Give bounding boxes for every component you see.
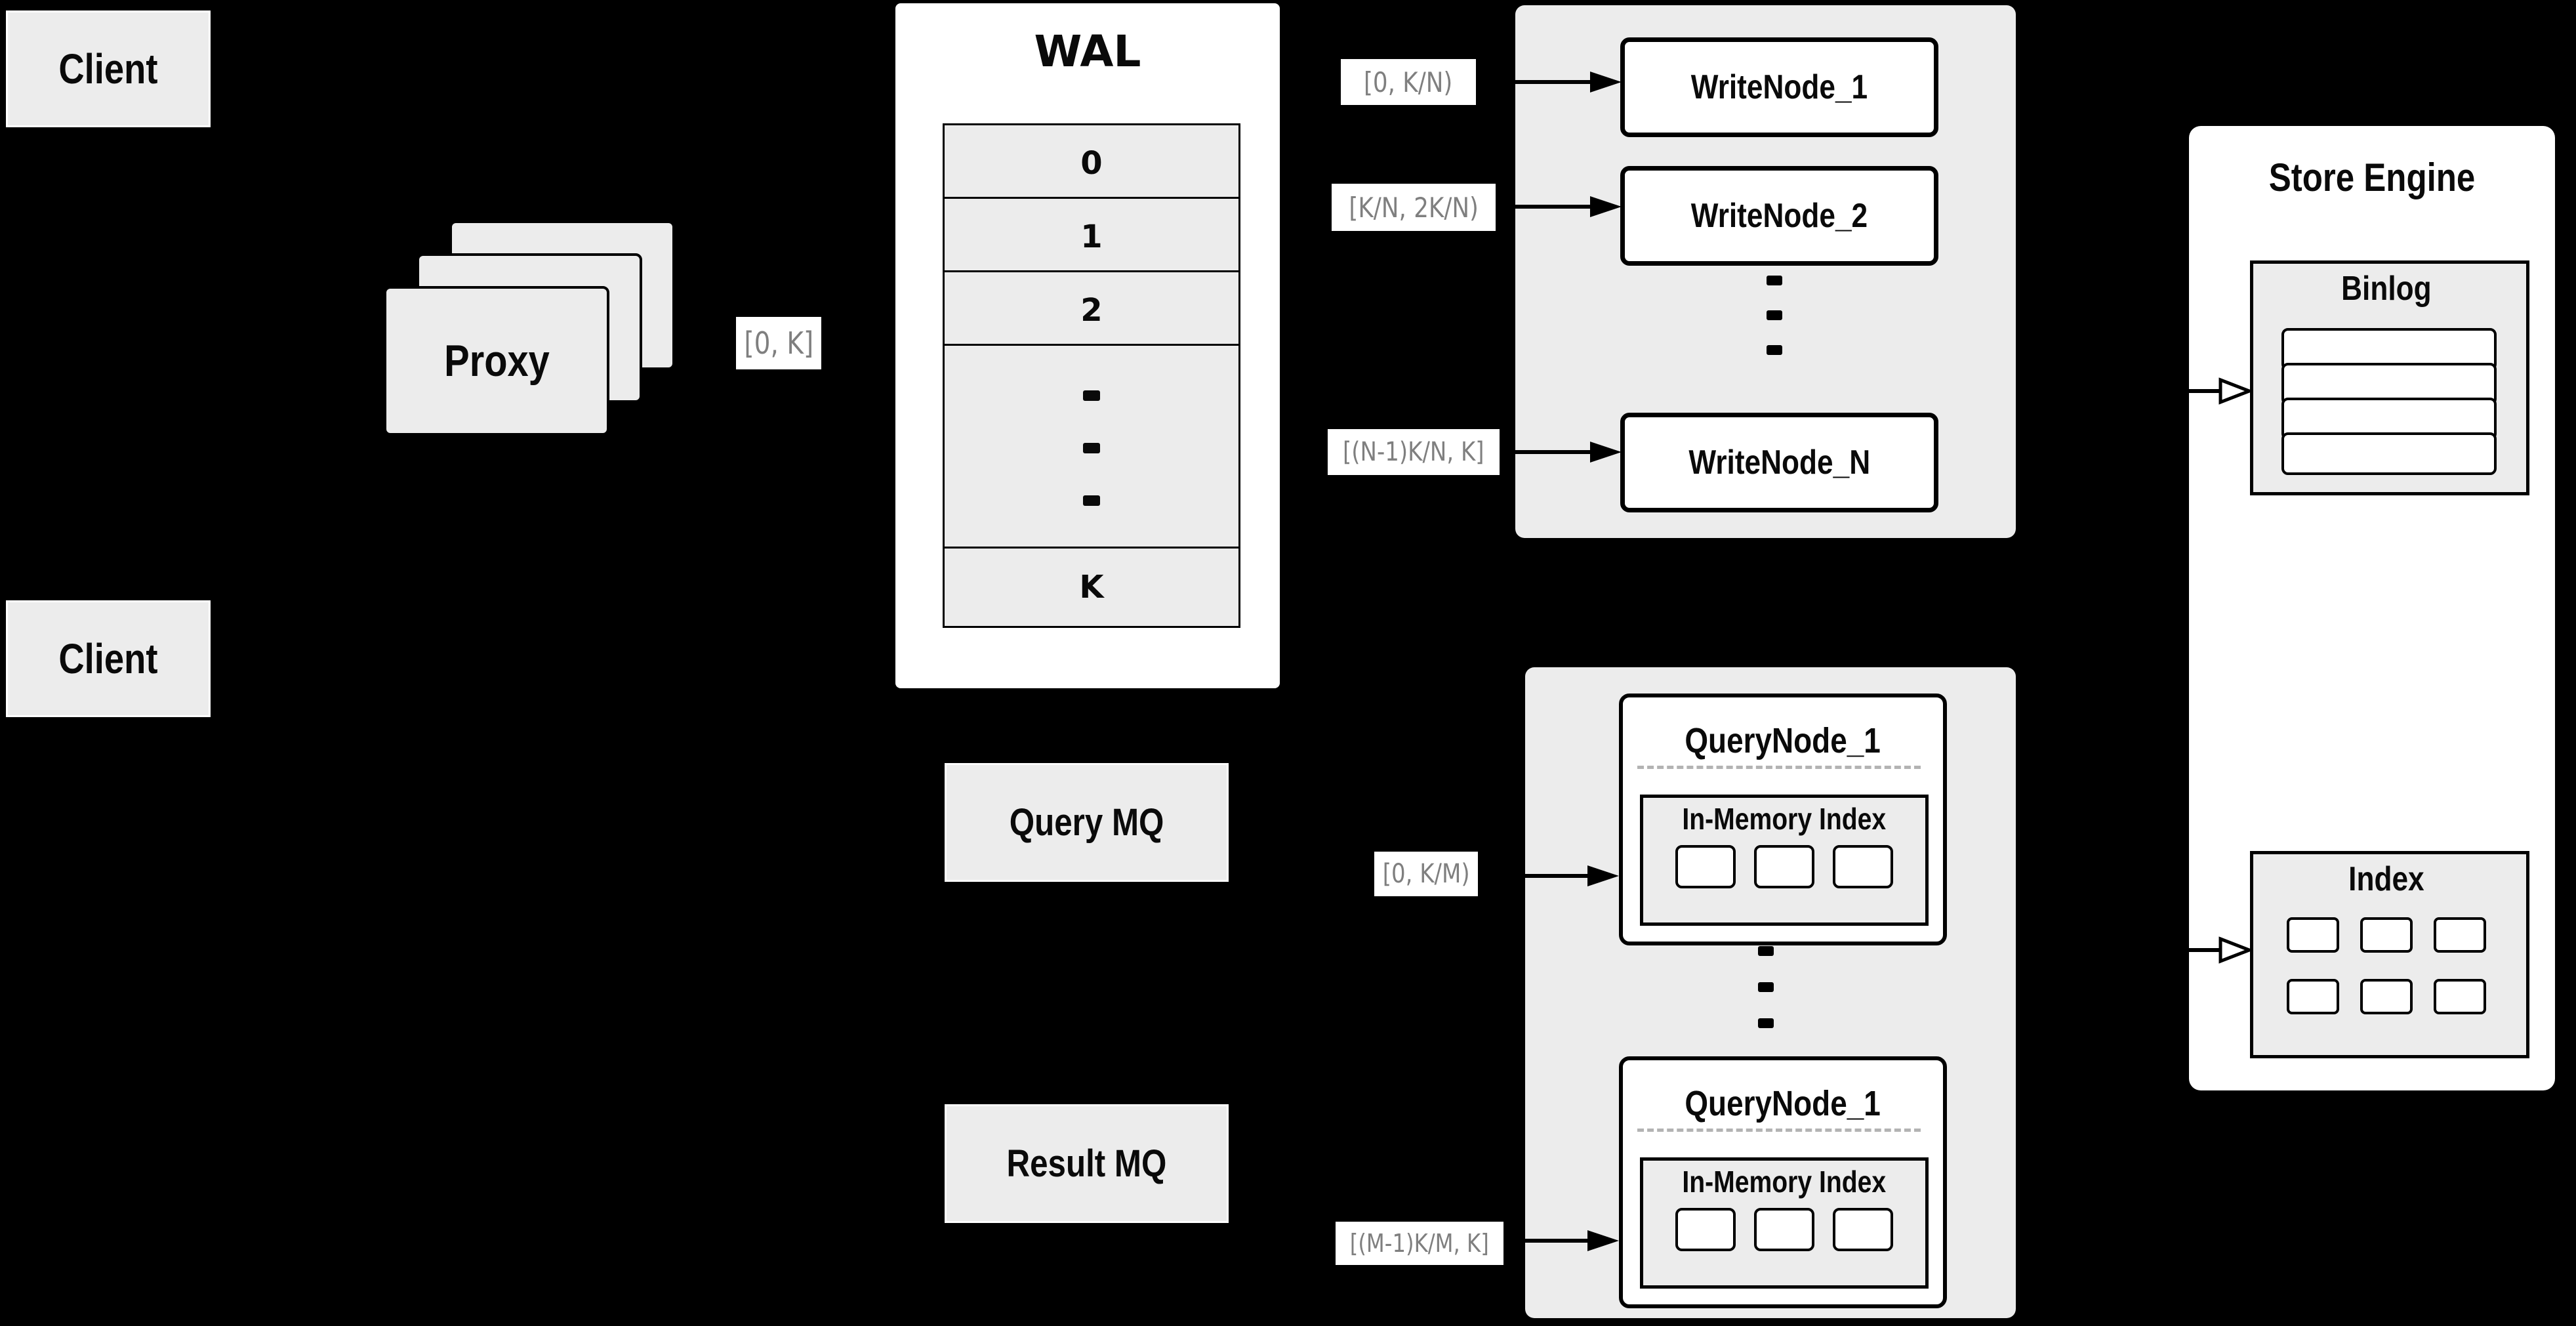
range-label-querynode-1: [0, K/M) — [1374, 852, 1478, 896]
binlog-segment — [2281, 432, 2497, 475]
index-box — [2250, 851, 2529, 1058]
range-label-writenode-2: [K/N, 2K/N) — [1332, 184, 1496, 231]
ellipsis-dot — [1083, 390, 1100, 401]
index-segment — [1833, 1208, 1893, 1251]
ellipsis-dot — [1767, 310, 1782, 320]
proxy-label: Proxy — [443, 336, 550, 386]
in-memory-index-box: In-Memory Index — [1640, 1157, 1929, 1289]
ellipsis-dot — [1758, 946, 1774, 956]
wal-row-1: 1 — [943, 197, 1240, 276]
arrow-binlog — [2189, 377, 2252, 405]
ellipsis-dot — [1758, 982, 1774, 992]
index-segment — [1833, 845, 1893, 888]
arrow-querynode-m — [1525, 1230, 1619, 1251]
querynode-m-box: QueryNode_1 In-Memory Index — [1619, 1056, 1947, 1308]
index-cell — [2360, 917, 2413, 953]
writenode-1-box: WriteNode_1 — [1620, 37, 1938, 137]
arrow-writenode-n — [1515, 442, 1622, 463]
proxy-card-front: Proxy — [384, 286, 609, 436]
index-segment — [1754, 1208, 1814, 1251]
index-segment — [1675, 845, 1736, 888]
range-label-proxy: [0, K] — [736, 317, 821, 369]
index-segment — [1675, 1208, 1736, 1251]
querynode-1-title: QueryNode_1 — [1685, 721, 1881, 760]
arrow-index — [2189, 936, 2252, 964]
range-label-writenode-1: [0, K/N) — [1341, 59, 1476, 105]
ellipsis-dot — [1758, 1018, 1774, 1028]
client-bottom-label: Client — [58, 635, 158, 682]
query-mq-box: Query MQ — [945, 763, 1229, 882]
result-mq-box: Result MQ — [945, 1104, 1229, 1223]
writenode-2-box: WriteNode_2 — [1620, 166, 1938, 266]
index-title: Index — [2348, 860, 2424, 898]
ellipsis-dot — [1767, 276, 1782, 285]
index-cell-row — [2287, 979, 2486, 1014]
in-memory-index-title: In-Memory Index — [1682, 1165, 1887, 1199]
wal-title: WAL — [1034, 26, 1141, 77]
ellipsis-dot — [1767, 345, 1782, 355]
writenode-n-box: WriteNode_N — [1620, 413, 1938, 512]
querynode-1-box: QueryNode_1 In-Memory Index — [1619, 694, 1947, 945]
index-segment — [1754, 845, 1814, 888]
ellipsis-dot — [1083, 495, 1100, 506]
wal-row-2: 2 — [943, 270, 1240, 350]
ellipsis-dot — [1083, 443, 1100, 453]
index-segment-row — [1643, 845, 1925, 888]
index-cell — [2434, 917, 2486, 953]
index-cell — [2434, 979, 2486, 1014]
arrow-writenode-1 — [1515, 72, 1622, 93]
wal-row-ellipsis — [943, 344, 1240, 552]
index-cell — [2287, 917, 2339, 953]
client-box-top: Client — [6, 10, 211, 127]
range-label-querynode-m: [(M-1)K/M, K] — [1336, 1222, 1503, 1265]
wal-row-0: 0 — [943, 123, 1240, 203]
index-cell — [2360, 979, 2413, 1014]
in-memory-index-title: In-Memory Index — [1682, 802, 1887, 836]
wal-row-k: K — [943, 547, 1240, 628]
range-label-writenode-n: [(N-1)K/N, K] — [1328, 429, 1500, 475]
dashed-divider — [1637, 766, 1921, 769]
client-box-bottom: Client — [6, 600, 211, 717]
index-segment-row — [1643, 1208, 1925, 1251]
client-top-label: Client — [58, 45, 158, 93]
index-cell-row — [2287, 917, 2486, 953]
arrow-querynode-1 — [1525, 865, 1619, 886]
in-memory-index-box: In-Memory Index — [1640, 795, 1929, 926]
index-cell — [2287, 979, 2339, 1014]
arrow-writenode-2 — [1515, 196, 1622, 217]
querynode-m-title: QueryNode_1 — [1685, 1084, 1881, 1123]
binlog-title: Binlog — [2341, 270, 2432, 308]
dashed-divider — [1637, 1129, 1921, 1132]
store-engine-title: Store Engine — [2268, 155, 2476, 199]
